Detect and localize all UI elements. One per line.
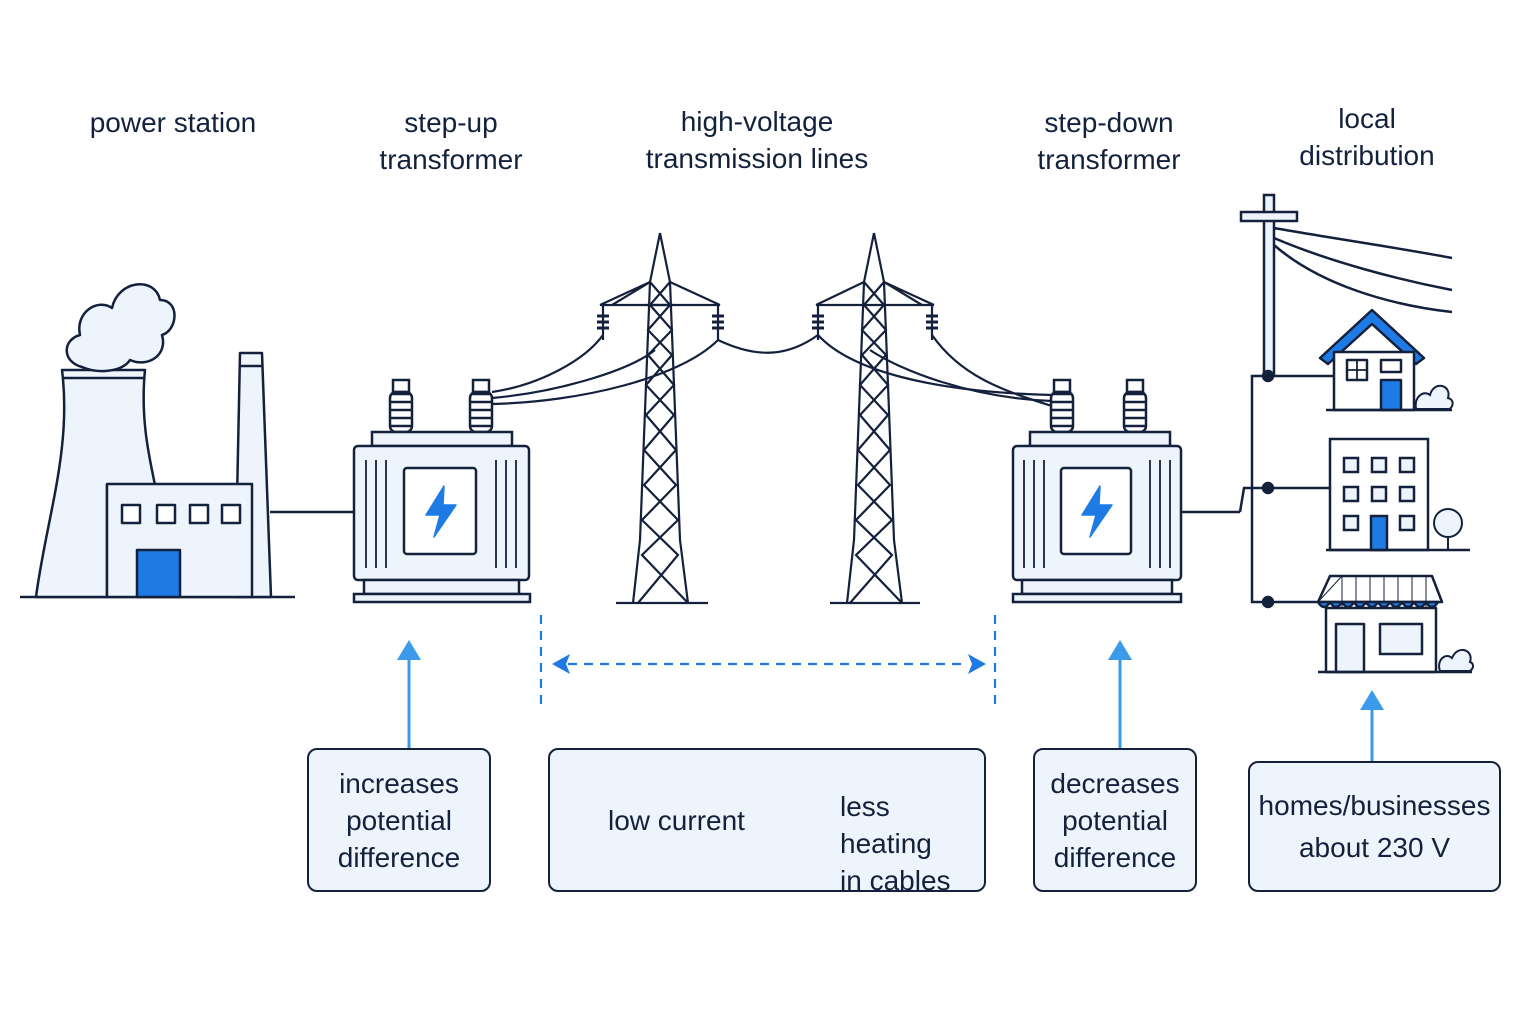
box-homes-voltage: homes/businesses about 230 V <box>1248 761 1501 892</box>
bushing-icon <box>1122 378 1148 434</box>
pylon-icon <box>597 232 724 605</box>
up-arrow-step-down <box>1108 640 1132 748</box>
bushing-icon <box>388 378 414 434</box>
label-step-down-transformer: step-down transformer <box>1037 107 1181 175</box>
label-step-up-transformer: step-up transformer <box>379 107 523 175</box>
bush-icon <box>1438 648 1475 673</box>
bush-icon <box>1414 384 1454 411</box>
step-down-transformer-icon <box>1011 378 1240 604</box>
up-arrow-step-up <box>397 640 421 748</box>
box-homes-text: homes/businesses about 230 V <box>1258 789 1491 863</box>
arrow-right-icon <box>968 654 986 674</box>
power-station-icon <box>20 283 354 599</box>
box-step-down-effect: decreases potential difference <box>1033 748 1197 892</box>
utility-pole-icon <box>1238 193 1453 609</box>
factory-icon <box>105 482 254 599</box>
pylon-icon <box>812 232 938 605</box>
label-power-station: power station <box>89 107 257 138</box>
step-up-transformer-icon <box>352 378 532 604</box>
less-heating-text: less heating in cables <box>840 791 951 896</box>
office-building-icon <box>1326 437 1470 552</box>
lightning-icon <box>1081 485 1113 538</box>
label-transmission-lines: high-voltage transmission lines <box>645 106 869 174</box>
house-icon <box>1318 308 1452 412</box>
tree-icon <box>1433 508 1463 550</box>
box-step-down-text: decreases potential difference <box>1050 767 1180 873</box>
box-step-up-text: increases potential difference <box>337 767 461 873</box>
up-arrow-homes <box>1360 690 1384 762</box>
low-current-text: low current <box>608 805 745 836</box>
box-transmission-effect: low current less heating in cables <box>548 748 986 896</box>
box-step-up-effect: increases potential difference <box>307 748 491 892</box>
cooling-tower-icon <box>34 368 157 599</box>
arrow-left-icon <box>552 654 570 674</box>
bushing-icon <box>468 378 494 434</box>
transmission-span-indicator <box>539 615 997 710</box>
label-local-distribution: local distribution <box>1299 103 1435 171</box>
smoke-cloud-icon <box>65 283 176 373</box>
overhead-wires <box>491 334 1053 408</box>
lightning-icon <box>425 485 457 538</box>
bushing-icon <box>1049 378 1075 434</box>
